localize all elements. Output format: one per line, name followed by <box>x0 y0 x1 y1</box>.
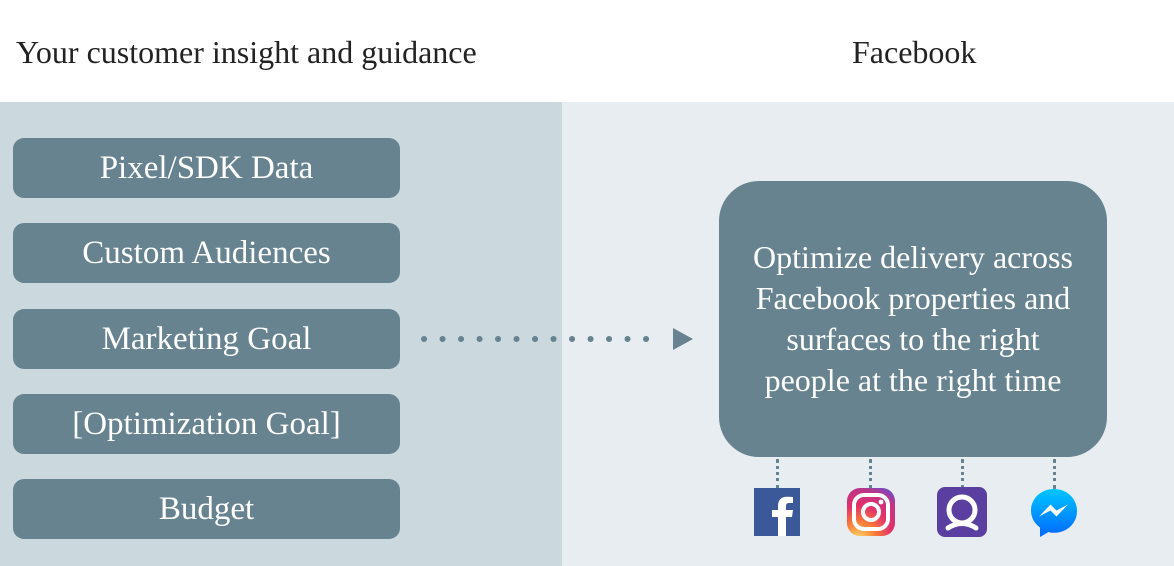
portal-connector <box>961 459 964 489</box>
budget-box: Budget <box>13 479 400 539</box>
custom-audiences-box: Custom Audiences <box>13 223 400 283</box>
left-section-heading: Your customer insight and guidance <box>16 34 477 70</box>
right-section-heading: Facebook <box>852 34 977 70</box>
instagram-connector <box>869 459 872 489</box>
facebook-connector <box>776 459 779 489</box>
messenger-connector <box>1053 459 1056 489</box>
dotted-flow-arrow <box>421 328 693 350</box>
messenger-icon <box>1031 489 1077 537</box>
marketing-goal-box: Marketing Goal <box>13 309 400 369</box>
optimize-delivery-box: Optimize delivery across Facebook proper… <box>719 181 1107 457</box>
instagram-icon <box>847 488 895 536</box>
portal-icon <box>937 487 987 537</box>
pixel-sdk-data-box: Pixel/SDK Data <box>13 138 400 198</box>
optimization-goal-box: [Optimization Goal] <box>13 394 400 454</box>
optimize-delivery-text: Optimize delivery across Facebook proper… <box>753 239 1073 398</box>
facebook-icon <box>754 488 800 536</box>
